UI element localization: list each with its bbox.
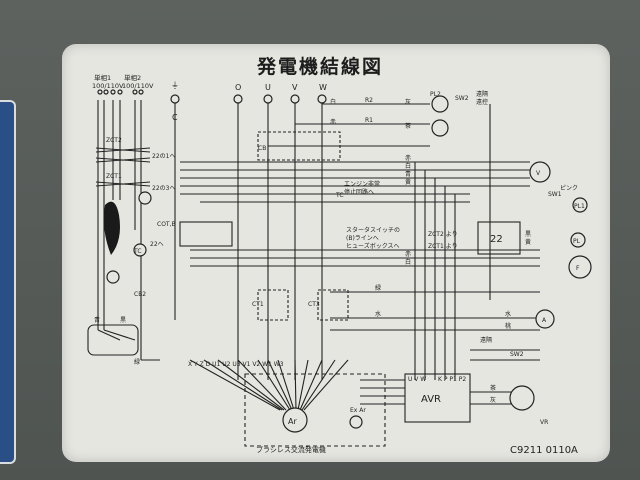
label-engine-note: エンジン非常	[344, 180, 380, 188]
label-avr-kp: K P P1 P2	[438, 376, 466, 383]
label-to-22-1: 22の1へ	[152, 153, 175, 160]
label-vr: VR	[540, 419, 548, 426]
label-to22: 22へ	[150, 241, 164, 248]
label-zct1: ZCT1	[106, 173, 122, 180]
blue-side-tab	[0, 100, 16, 464]
label-green: 緑	[375, 284, 381, 292]
label-yellow2: 黄	[525, 238, 531, 246]
label-c: C	[172, 113, 178, 122]
label-water: 水	[375, 310, 381, 318]
label-green-low: 緑	[134, 358, 140, 366]
ink-smudge	[103, 201, 120, 255]
label-remote2: 遠控	[476, 98, 488, 106]
avr-label: AVR	[421, 394, 441, 405]
model-code: C9211 0110A	[510, 445, 578, 456]
label-r2: R2	[365, 97, 373, 104]
label-red3: 赤	[405, 251, 411, 258]
label-sw2-top: SW2	[455, 95, 469, 102]
a-meter-label: A	[542, 317, 547, 324]
label-u: U	[265, 83, 271, 92]
label-red2: 赤	[405, 155, 411, 162]
label-brown: 茶	[405, 122, 411, 130]
label-single2: 単相2	[124, 73, 141, 82]
label-white3: 白	[405, 258, 411, 266]
label-avr-uvw: U V W	[408, 376, 426, 383]
label-remote: 遠隔	[476, 90, 488, 98]
label-starter-note: スタータスイッチの	[346, 226, 400, 234]
label-zct2: ZCT2	[106, 137, 122, 144]
f-meter-label: F	[576, 265, 580, 272]
label-black2: 黒	[525, 231, 531, 238]
label-pl1: PL1	[574, 203, 585, 210]
label-ct1: CT1	[252, 301, 264, 308]
diagram-title: 発電機結線図	[256, 56, 383, 78]
label-cb2: CB2	[134, 291, 146, 298]
label-blue: 青	[94, 316, 100, 324]
label-pl: PL	[573, 238, 581, 245]
label-exar: Ex Ar	[350, 407, 366, 414]
label-red: 赤	[330, 119, 336, 126]
label-bottom-terms: X Y Z D U1 U2 U3 V1 V2 W1 W3	[188, 361, 284, 368]
label-fuse-note: ヒューズボックスへ	[346, 242, 400, 250]
box22-label: 22	[490, 234, 503, 245]
label-cb: CB	[258, 145, 266, 152]
label-white: 白	[330, 98, 336, 106]
label-brown2: 茶	[490, 384, 496, 392]
label-sw2-low: SW2	[510, 351, 524, 358]
label-o: O	[235, 83, 241, 92]
label-dimmer: ピンク	[560, 185, 578, 192]
ground-icon: ⏚	[171, 81, 179, 90]
label-yellow: 黄	[405, 178, 411, 186]
label-remote-low: 遠隔	[480, 336, 492, 344]
label-zct1-from: ZCT1 より	[428, 243, 458, 250]
ar-label: Ar	[288, 417, 297, 426]
label-single1-v: 100/110V	[92, 82, 124, 90]
label-zct2-from: ZCT2 より	[428, 231, 458, 238]
label-gray2: 灰	[490, 396, 496, 404]
label-w: W	[319, 83, 327, 92]
label-gray: 灰	[405, 98, 411, 106]
label-engine-note2: 停止回路へ	[344, 188, 374, 196]
label-black: 黒	[120, 317, 126, 324]
label-starter-note2: (B)ラインへ	[346, 235, 379, 242]
label-pink: 桃	[505, 322, 511, 330]
label-tc-left: TC	[133, 248, 142, 255]
label-tc-right: TC	[335, 192, 344, 199]
label-single2-v: 100/110V	[122, 82, 154, 90]
label-r1: R1	[365, 117, 373, 124]
label-pl2: PL2	[430, 91, 441, 98]
label-cot-b: COT,B	[157, 221, 176, 228]
label-sw1: SW1	[548, 191, 562, 198]
generator-name: ブラシレス交流発電機	[256, 445, 326, 454]
label-v: V	[292, 83, 298, 92]
label-single1: 単相1	[94, 73, 111, 82]
label-blue2: 青	[405, 170, 411, 178]
label-water2: 水	[505, 310, 511, 318]
label-to-22-3: 22の3へ	[152, 185, 175, 192]
label-ct3: CT3	[308, 301, 320, 308]
v-meter-label: V	[536, 170, 541, 177]
label-white2: 白	[405, 162, 411, 170]
